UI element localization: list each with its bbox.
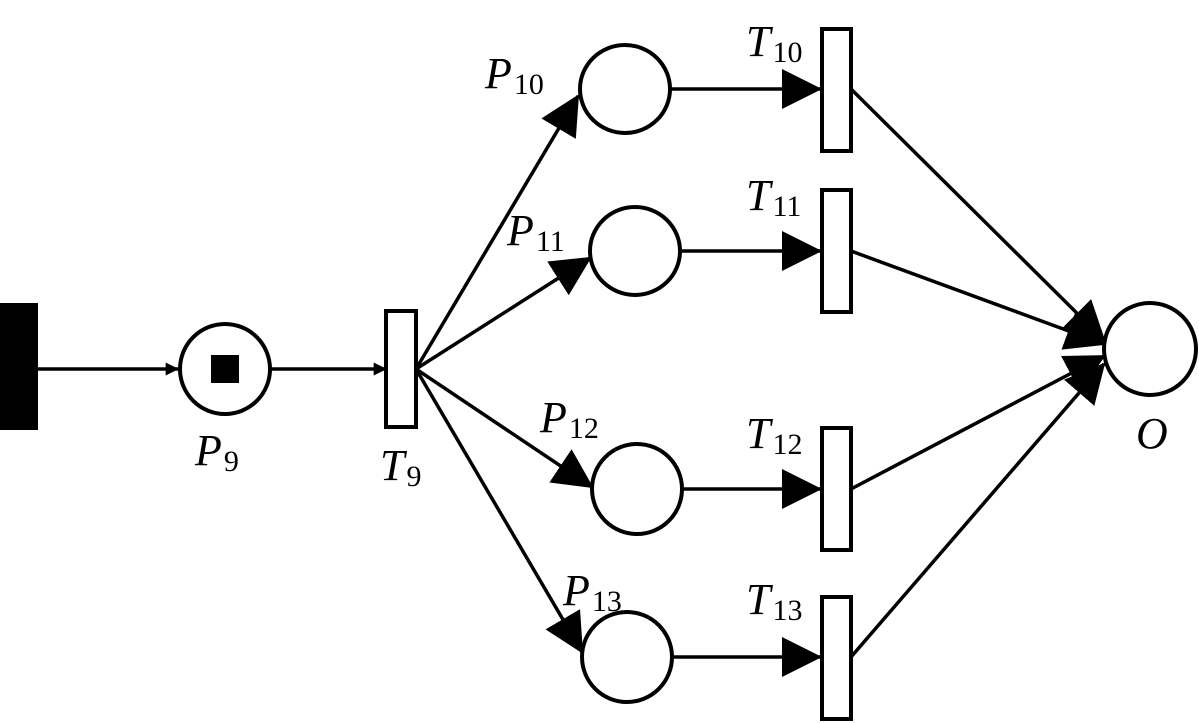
arcs-layer <box>38 69 1106 677</box>
label-p9: P9 <box>194 426 239 478</box>
nodes-layer <box>178 27 1198 721</box>
label-t12: T12 <box>746 409 802 461</box>
arc-t9-to-p11 <box>415 256 592 371</box>
arc-t11-to-o <box>850 249 1106 350</box>
source-bar <box>0 303 38 430</box>
place-p11 <box>588 205 682 297</box>
arc-t9-to-p13 <box>414 368 584 654</box>
place-p10 <box>578 43 672 135</box>
place-p13 <box>580 610 674 704</box>
label-p12: P12 <box>539 393 599 445</box>
transition-t9 <box>384 309 418 429</box>
arc-t12-to-o <box>850 354 1106 491</box>
label-p13: P13 <box>562 566 622 618</box>
arc-t13-to-o <box>849 362 1106 659</box>
label-t11: T11 <box>746 171 801 223</box>
place-p12 <box>590 442 684 536</box>
place-o <box>1102 301 1198 397</box>
arc-t9-to-p12 <box>415 367 594 489</box>
transition-t13 <box>820 595 853 721</box>
label-t10: T10 <box>746 17 802 69</box>
label-p11: P11 <box>506 206 565 258</box>
label-o: O <box>1136 409 1168 458</box>
transition-t12 <box>820 426 853 552</box>
token-p9 <box>211 355 239 383</box>
label-t13: T13 <box>746 575 802 627</box>
transition-t11 <box>820 188 853 314</box>
transition-t10 <box>820 27 853 153</box>
label-p10: P10 <box>484 49 544 101</box>
arc-t10-to-o <box>849 87 1106 342</box>
label-t9: T9 <box>380 441 421 493</box>
arc-t9-to-p10 <box>414 94 580 370</box>
